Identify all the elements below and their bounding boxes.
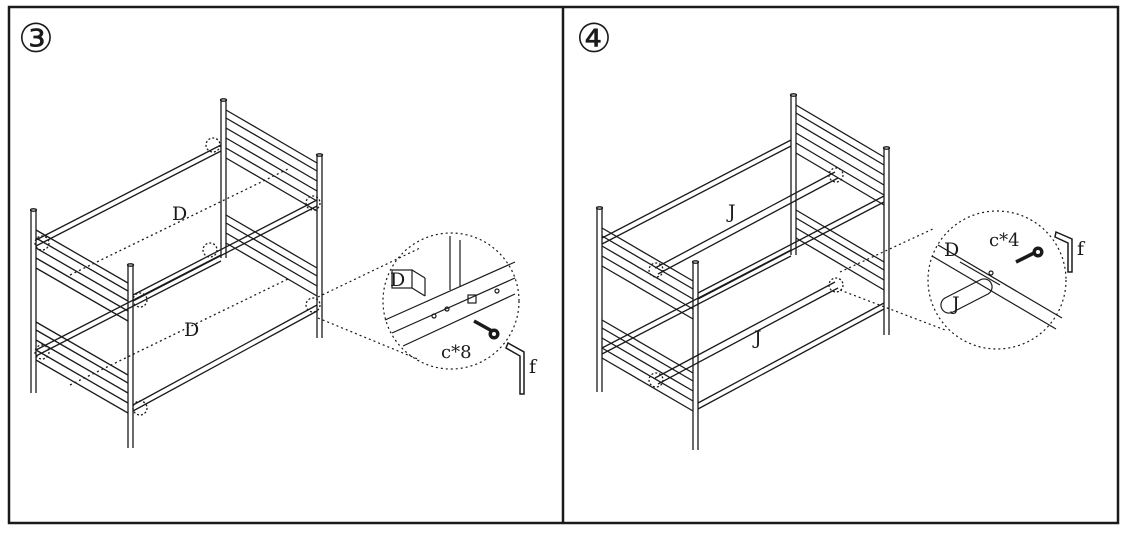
label-bolt-qty-step-4: c*4 xyxy=(989,230,1020,251)
bolt-icon xyxy=(473,319,500,340)
bunk-bed-frame-step-4 xyxy=(595,93,891,450)
detail-magnifier xyxy=(927,210,1067,350)
detail-callout-step-4 xyxy=(839,210,1067,350)
cross-rail-d-lower xyxy=(69,277,291,386)
label-detail-slat-j: J xyxy=(950,293,960,315)
detail-magnifier xyxy=(382,232,520,370)
back-headboard xyxy=(795,104,885,291)
label-rail-d-upper: D xyxy=(172,203,187,225)
bunk-bed-frame-step-3 xyxy=(29,98,324,448)
panel-step-3: ③ xyxy=(18,16,538,448)
joint-markers xyxy=(34,137,321,416)
joint-markers xyxy=(648,167,844,388)
front-footboard xyxy=(35,229,129,414)
slat-j-upper xyxy=(654,171,836,269)
label-bolt-qty-step-3: c*8 xyxy=(441,342,472,363)
slat-j-lower-edge xyxy=(657,287,839,385)
bed-posts xyxy=(595,93,891,450)
panel-step-4: ④ xyxy=(576,16,1086,450)
slat-j-upper-edge xyxy=(657,177,839,275)
bed-posts xyxy=(29,98,324,448)
side-rails xyxy=(601,139,885,410)
side-rails xyxy=(35,144,318,412)
label-detail-part-d: D xyxy=(390,269,405,291)
detail-frame-joint xyxy=(384,236,516,347)
label-tool-f-step-4: f xyxy=(1077,238,1086,260)
detail-rail-and-slat xyxy=(931,244,1063,330)
label-slat-j-lower: J xyxy=(752,327,762,349)
label-tool-f-step-3: f xyxy=(529,356,538,378)
allen-key-icon xyxy=(505,341,525,395)
label-slat-j-upper: J xyxy=(726,201,736,223)
label-rail-d-lower: D xyxy=(184,319,199,341)
slat-j-lower xyxy=(654,281,836,379)
allen-key-icon xyxy=(1054,230,1073,273)
detail-callout-step-3 xyxy=(317,232,520,370)
cross-rail-d-upper xyxy=(69,167,291,276)
label-detail-rail-d: D xyxy=(944,239,959,261)
bolt-icon xyxy=(1015,246,1044,264)
back-headboard xyxy=(225,109,318,297)
step-3-number: ③ xyxy=(18,16,54,62)
step-4-number: ④ xyxy=(576,16,612,62)
